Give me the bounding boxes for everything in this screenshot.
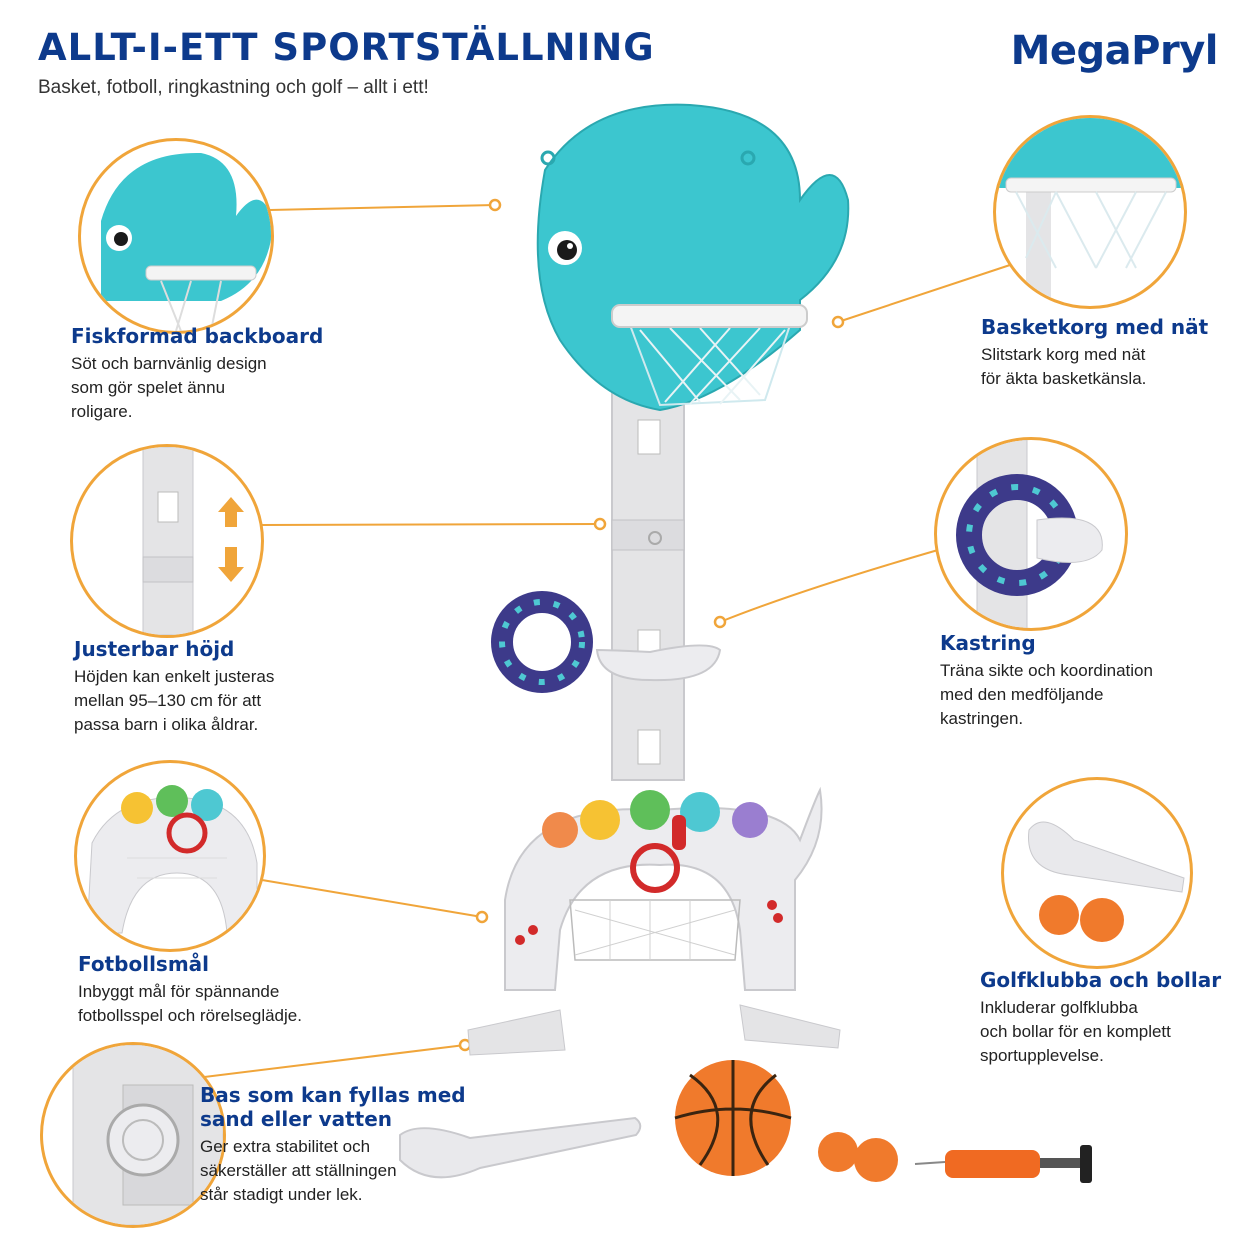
golf-club-icon — [399, 1116, 642, 1179]
throw-ring-icon — [956, 440, 1103, 628]
goal-icon — [467, 786, 841, 1056]
detail-circle-ring — [934, 437, 1128, 631]
page-subtitle: Basket, fotboll, ringkastning och golf –… — [38, 77, 429, 98]
feature-title: Basketkorg med nät — [981, 315, 1209, 339]
feature-title: Fiskformad backboard — [71, 324, 324, 348]
detail-circle-base — [40, 1042, 226, 1228]
basketball-icon — [674, 1060, 792, 1176]
fish-backboard-icon — [101, 152, 271, 331]
hoop-net-icon — [611, 304, 808, 407]
brand-logo: MegaPryl — [1010, 28, 1219, 74]
feature-title: Golfklubba och bollar — [980, 968, 1222, 992]
feature-title: Kastring — [940, 631, 1036, 655]
page-title: ALLT-I-ETT SPORTSTÄLLNING — [38, 26, 655, 69]
detail-circle-golf — [1001, 777, 1193, 969]
base-cap-icon — [72, 1045, 223, 1225]
adjust-arrows-icon — [142, 447, 244, 635]
fish-backboard-icon — [536, 103, 850, 412]
feature-backboard: Fiskformad backboard Söt och barnvänlig … — [71, 324, 323, 424]
golf-balls-icon — [818, 1132, 898, 1182]
detail-circle-goal — [74, 760, 266, 952]
feature-golf: Golfklubba och bollar Inkluderar golfklu… — [980, 968, 1221, 1068]
feature-title: Justerbar höjd — [74, 637, 235, 661]
detail-circle-backboard — [78, 138, 274, 334]
feature-hoop: Basketkorg med nät Slitstark korg med nä… — [981, 315, 1208, 391]
hoop-net-icon — [996, 118, 1184, 306]
golf-club-icon — [1028, 821, 1185, 942]
leader-lines — [179, 204, 1011, 1081]
goal-icon — [86, 785, 258, 934]
pump-icon — [914, 1145, 1092, 1183]
feature-title: Fotbollsmål — [78, 952, 210, 976]
detail-circle-height — [70, 444, 264, 638]
pole — [611, 389, 685, 781]
feature-height: Justerbar höjd Höjden kan enkelt justera… — [74, 637, 274, 737]
detail-circle-hoop — [993, 115, 1187, 309]
throw-ring-icon — [491, 591, 722, 693]
